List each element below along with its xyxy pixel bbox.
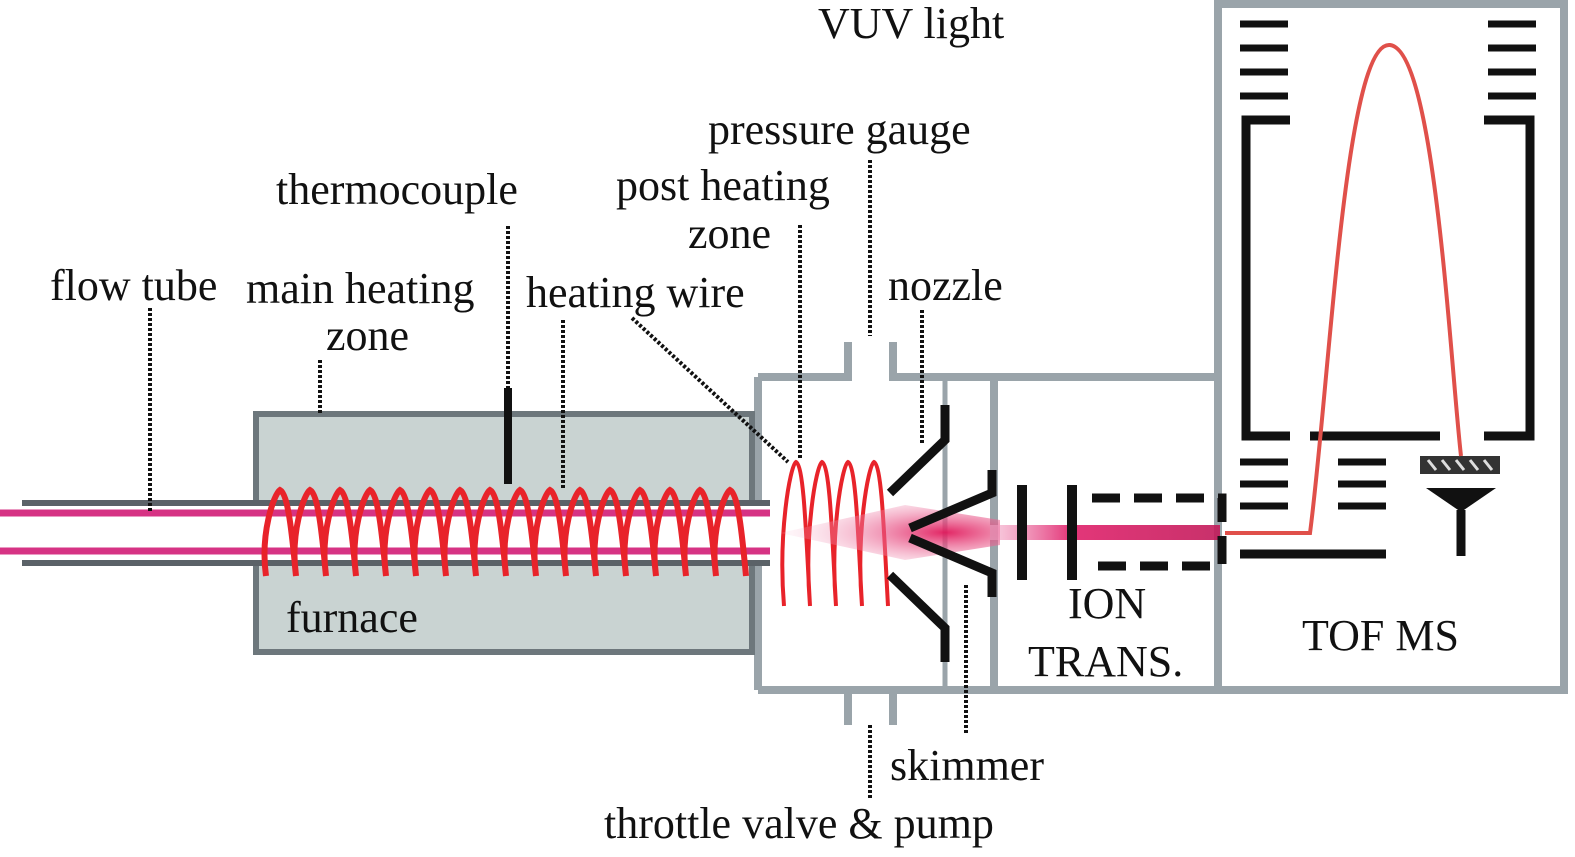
pressure-gauge-label: pressure gauge [708, 105, 971, 154]
nozzle [886, 405, 950, 662]
main-heating-zone-label-line2: zone [326, 311, 409, 360]
skimmer-label: skimmer [890, 741, 1044, 790]
acceleration-stack-left [1240, 458, 1288, 510]
ion-trans-label-line1: ION [1068, 579, 1146, 628]
post-heating-wire-coil [780, 459, 890, 607]
tof-ms-internals [1225, 20, 1536, 559]
ion-trans-label-line2: TRANS. [1028, 637, 1183, 686]
acceleration-stack-mid [1338, 458, 1386, 510]
reflectron-left-stack [1240, 20, 1288, 100]
post-heating-zone-label-line2: zone [688, 209, 771, 258]
molecular-beam [780, 505, 1220, 560]
coil-winding [261, 486, 749, 577]
flow-tube-label: flow tube [50, 261, 217, 310]
skimmer [908, 470, 997, 597]
vuv-light-label: VUV light [818, 0, 1004, 48]
post-heating-zone-label-line1: post heating [616, 161, 830, 210]
ion-transfer-optics [1017, 485, 1227, 580]
post-heating-wire-leader [630, 316, 790, 464]
main-heating-zone-label-line1: main heating [246, 264, 475, 313]
throttle-valve-pump-label: throttle valve & pump [604, 799, 994, 848]
main-heating-wire-coil [261, 486, 749, 577]
leader-lines [148, 160, 968, 800]
furnace-label: furnace [286, 593, 418, 642]
reflectron-right-stack [1488, 20, 1536, 100]
labels: VUV light pressure gauge thermocouple po… [50, 0, 1459, 848]
ion-detector [1420, 456, 1500, 556]
coil-winding [780, 459, 890, 607]
tof-ms-label: TOF MS [1302, 611, 1459, 660]
nozzle-label: nozzle [888, 261, 1003, 310]
thermocouple-label: thermocouple [276, 165, 518, 214]
heating-wire-label: heating wire [526, 268, 745, 317]
ion-trajectory [1225, 42, 1463, 535]
